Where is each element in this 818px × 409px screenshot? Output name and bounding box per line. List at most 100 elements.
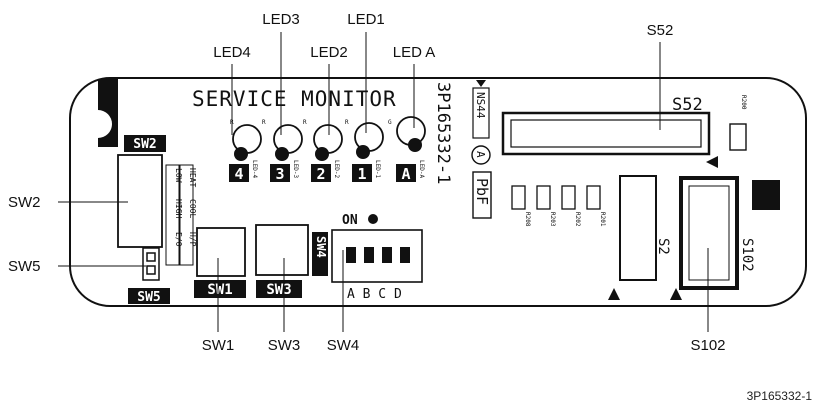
- mounting-notch: [98, 110, 112, 138]
- sw5-silk-label-box: [128, 288, 170, 304]
- part-number-vertical: 3P165332-1: [433, 82, 453, 184]
- sw2-options-row2: [165, 164, 180, 266]
- sw2-option-eo: E/O: [174, 232, 183, 247]
- led4-pad: [234, 147, 248, 161]
- sw4-silk-label-box: [312, 232, 328, 276]
- sw5-callout: SW5: [8, 258, 41, 275]
- on-label: ON: [342, 213, 358, 228]
- led3-callout: LED3: [262, 11, 300, 28]
- black-square-component: [752, 180, 780, 210]
- sw2-option-heat: HEAT: [188, 168, 197, 187]
- r202-label: R202: [574, 212, 581, 227]
- led2-color-letter: R: [303, 119, 307, 126]
- ns44-box: [472, 87, 490, 139]
- led1-callout: LED1: [347, 11, 385, 28]
- sw4-callout: SW4: [327, 337, 360, 354]
- led2-digit: 2: [316, 165, 325, 183]
- footer-reference: 3P165332-1: [747, 389, 813, 403]
- leda-color-letter: G: [388, 119, 392, 126]
- r201-resistor: [586, 185, 601, 210]
- dip-letters: A B C D: [347, 287, 402, 302]
- r200-resistor: [729, 123, 747, 151]
- r200-label: R200: [740, 95, 747, 110]
- sw1-rotary-switch: [196, 227, 246, 277]
- sw1-silk-label-box: [194, 280, 246, 298]
- s2-connector: [619, 175, 657, 281]
- r203-resistor: [536, 185, 551, 210]
- leda-callout: LED A: [393, 44, 436, 61]
- led3-digit: 3: [275, 165, 284, 183]
- leader-lines: [58, 32, 709, 332]
- s102-silk-label: S102: [739, 238, 755, 272]
- s52-connector-inner: [510, 119, 702, 148]
- ns44-label: NS44: [474, 92, 487, 119]
- s2-pin1-arrow: [608, 288, 620, 300]
- led2-pad-label: LED-2: [333, 160, 340, 178]
- dip-position-c: [382, 247, 392, 263]
- sw4-silk-label: SW4: [314, 236, 328, 258]
- led4-pad-label: LED-4: [251, 160, 258, 178]
- s52-pin1-arrow: [706, 156, 718, 168]
- led3-digit-box: [270, 164, 290, 182]
- led1-digit-box: [352, 164, 372, 182]
- r202-resistor: [561, 185, 576, 210]
- led4-callout: LED4: [213, 44, 251, 61]
- sw2-options-block: [165, 164, 194, 266]
- ns44-marker-triangle: [476, 80, 486, 87]
- sw3-silk-label-box: [256, 280, 302, 298]
- s2-silk-label: S2: [655, 238, 671, 255]
- sw2-slide-switch: [117, 154, 163, 248]
- sw2-silk-label: SW2: [133, 137, 156, 152]
- sw3-silk-label: SW3: [266, 282, 291, 298]
- revision-letter: A: [474, 151, 487, 158]
- leda-pad: [408, 138, 422, 152]
- led1-pad: [356, 145, 370, 159]
- on-indicator-dot: [368, 214, 378, 224]
- r208-label: R208: [524, 212, 531, 227]
- sw2-silk-label-box: [124, 135, 166, 152]
- sw5-pin-2: [146, 265, 156, 275]
- dip-position-b: [364, 247, 374, 263]
- leda-pad-label: LED-A: [418, 160, 425, 178]
- s52-silk-label: S52: [672, 95, 703, 115]
- sw2-option-hp: H/P: [188, 232, 197, 247]
- dip-position-d: [400, 247, 410, 263]
- led3-pad-label: LED-3: [292, 160, 299, 178]
- led2-callout: LED2: [310, 44, 348, 61]
- revision-circle: [471, 145, 491, 165]
- pbf-box: [472, 171, 492, 219]
- r203-label: R203: [549, 212, 556, 227]
- s52-callout: S52: [647, 22, 674, 39]
- sw1-callout: SW1: [202, 337, 235, 354]
- led2-pad: [315, 147, 329, 161]
- service-monitor-title: SERVICE MONITOR: [192, 87, 397, 111]
- led2-digit-box: [311, 164, 331, 182]
- sw2-option-low: LOW: [174, 168, 183, 183]
- leda-digit: A: [401, 165, 410, 183]
- sw3-callout: SW3: [268, 337, 301, 354]
- led1-pad-label: LED-1: [374, 160, 381, 178]
- leda-digit-box: [396, 164, 416, 182]
- pbf-label: PbF: [473, 178, 491, 205]
- sw5-silk-label: SW5: [137, 290, 160, 305]
- sw2-option-cool: COOL: [188, 199, 197, 218]
- s102-callout: S102: [690, 337, 725, 354]
- s102-connector-inner: [688, 185, 730, 281]
- r208-resistor: [511, 185, 526, 210]
- led3-pad: [275, 147, 289, 161]
- dip-position-a: [346, 247, 356, 263]
- sw2-options-row1: [179, 164, 194, 266]
- led3-color-letter: R: [262, 119, 266, 126]
- led4-digit: 4: [234, 165, 243, 183]
- s102-pin1-arrow: [670, 288, 682, 300]
- led1-color-letter: R: [345, 119, 349, 126]
- r201-label: R201: [599, 212, 606, 227]
- sw1-silk-label: SW1: [207, 282, 232, 298]
- sw2-callout: SW2: [8, 194, 41, 211]
- sw2-option-high: HIGH: [174, 199, 183, 218]
- led1-digit: 1: [357, 165, 366, 183]
- led4-digit-box: [229, 164, 249, 182]
- sw5-pin-1: [146, 252, 156, 262]
- sw3-rotary-switch: [255, 224, 309, 276]
